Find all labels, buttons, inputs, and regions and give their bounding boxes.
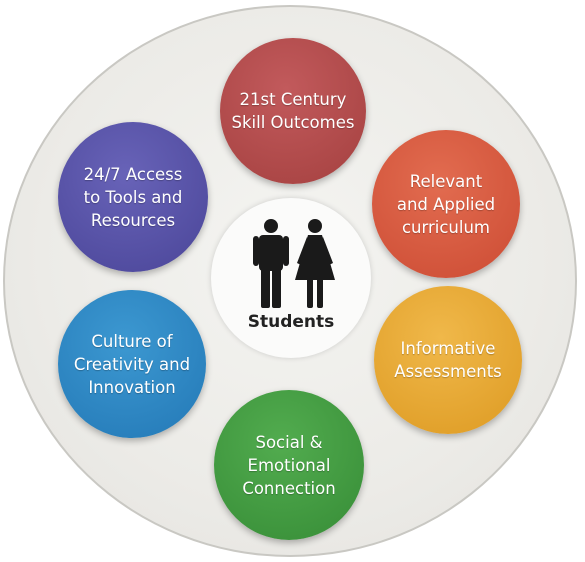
node-social-emotional: Social & Emotional Connection [214, 390, 364, 540]
node-line: curriculum [401, 217, 491, 237]
male-student-icon [253, 219, 289, 308]
node-line: Skill Outcomes [231, 113, 355, 132]
node-line: Assessments [394, 362, 502, 381]
students-figures [253, 219, 335, 308]
node-line: Emotional [247, 455, 331, 475]
node-informative-assessments: Informative Assessments [374, 286, 522, 434]
node-line: Relevant [409, 171, 483, 191]
node-relevant-curriculum: Relevant and Applied curriculum [372, 130, 520, 278]
node-line: 21st Century [239, 90, 347, 109]
node-tools-resources: 24/7 Access to Tools and Resources [58, 122, 208, 272]
node-line: Creativity and [73, 354, 191, 374]
node-skill-outcomes: 21st Century Skill Outcomes [220, 38, 366, 184]
node-line: Informative [400, 339, 496, 358]
node-line: and Applied [396, 194, 496, 214]
center-students: Students [211, 198, 371, 358]
node-line: Resources [90, 210, 176, 230]
node-line: Social & [255, 432, 323, 452]
node-line: Innovation [88, 377, 176, 397]
node-line: 24/7 Access [83, 164, 183, 184]
female-student-icon [295, 219, 335, 308]
node-line: Culture of [91, 331, 173, 351]
node-line: to Tools and [83, 187, 183, 207]
node-line: Connection [242, 478, 336, 498]
node-creativity-innovation: Culture of Creativity and Innovation [58, 290, 206, 438]
center-label: Students [247, 312, 335, 332]
